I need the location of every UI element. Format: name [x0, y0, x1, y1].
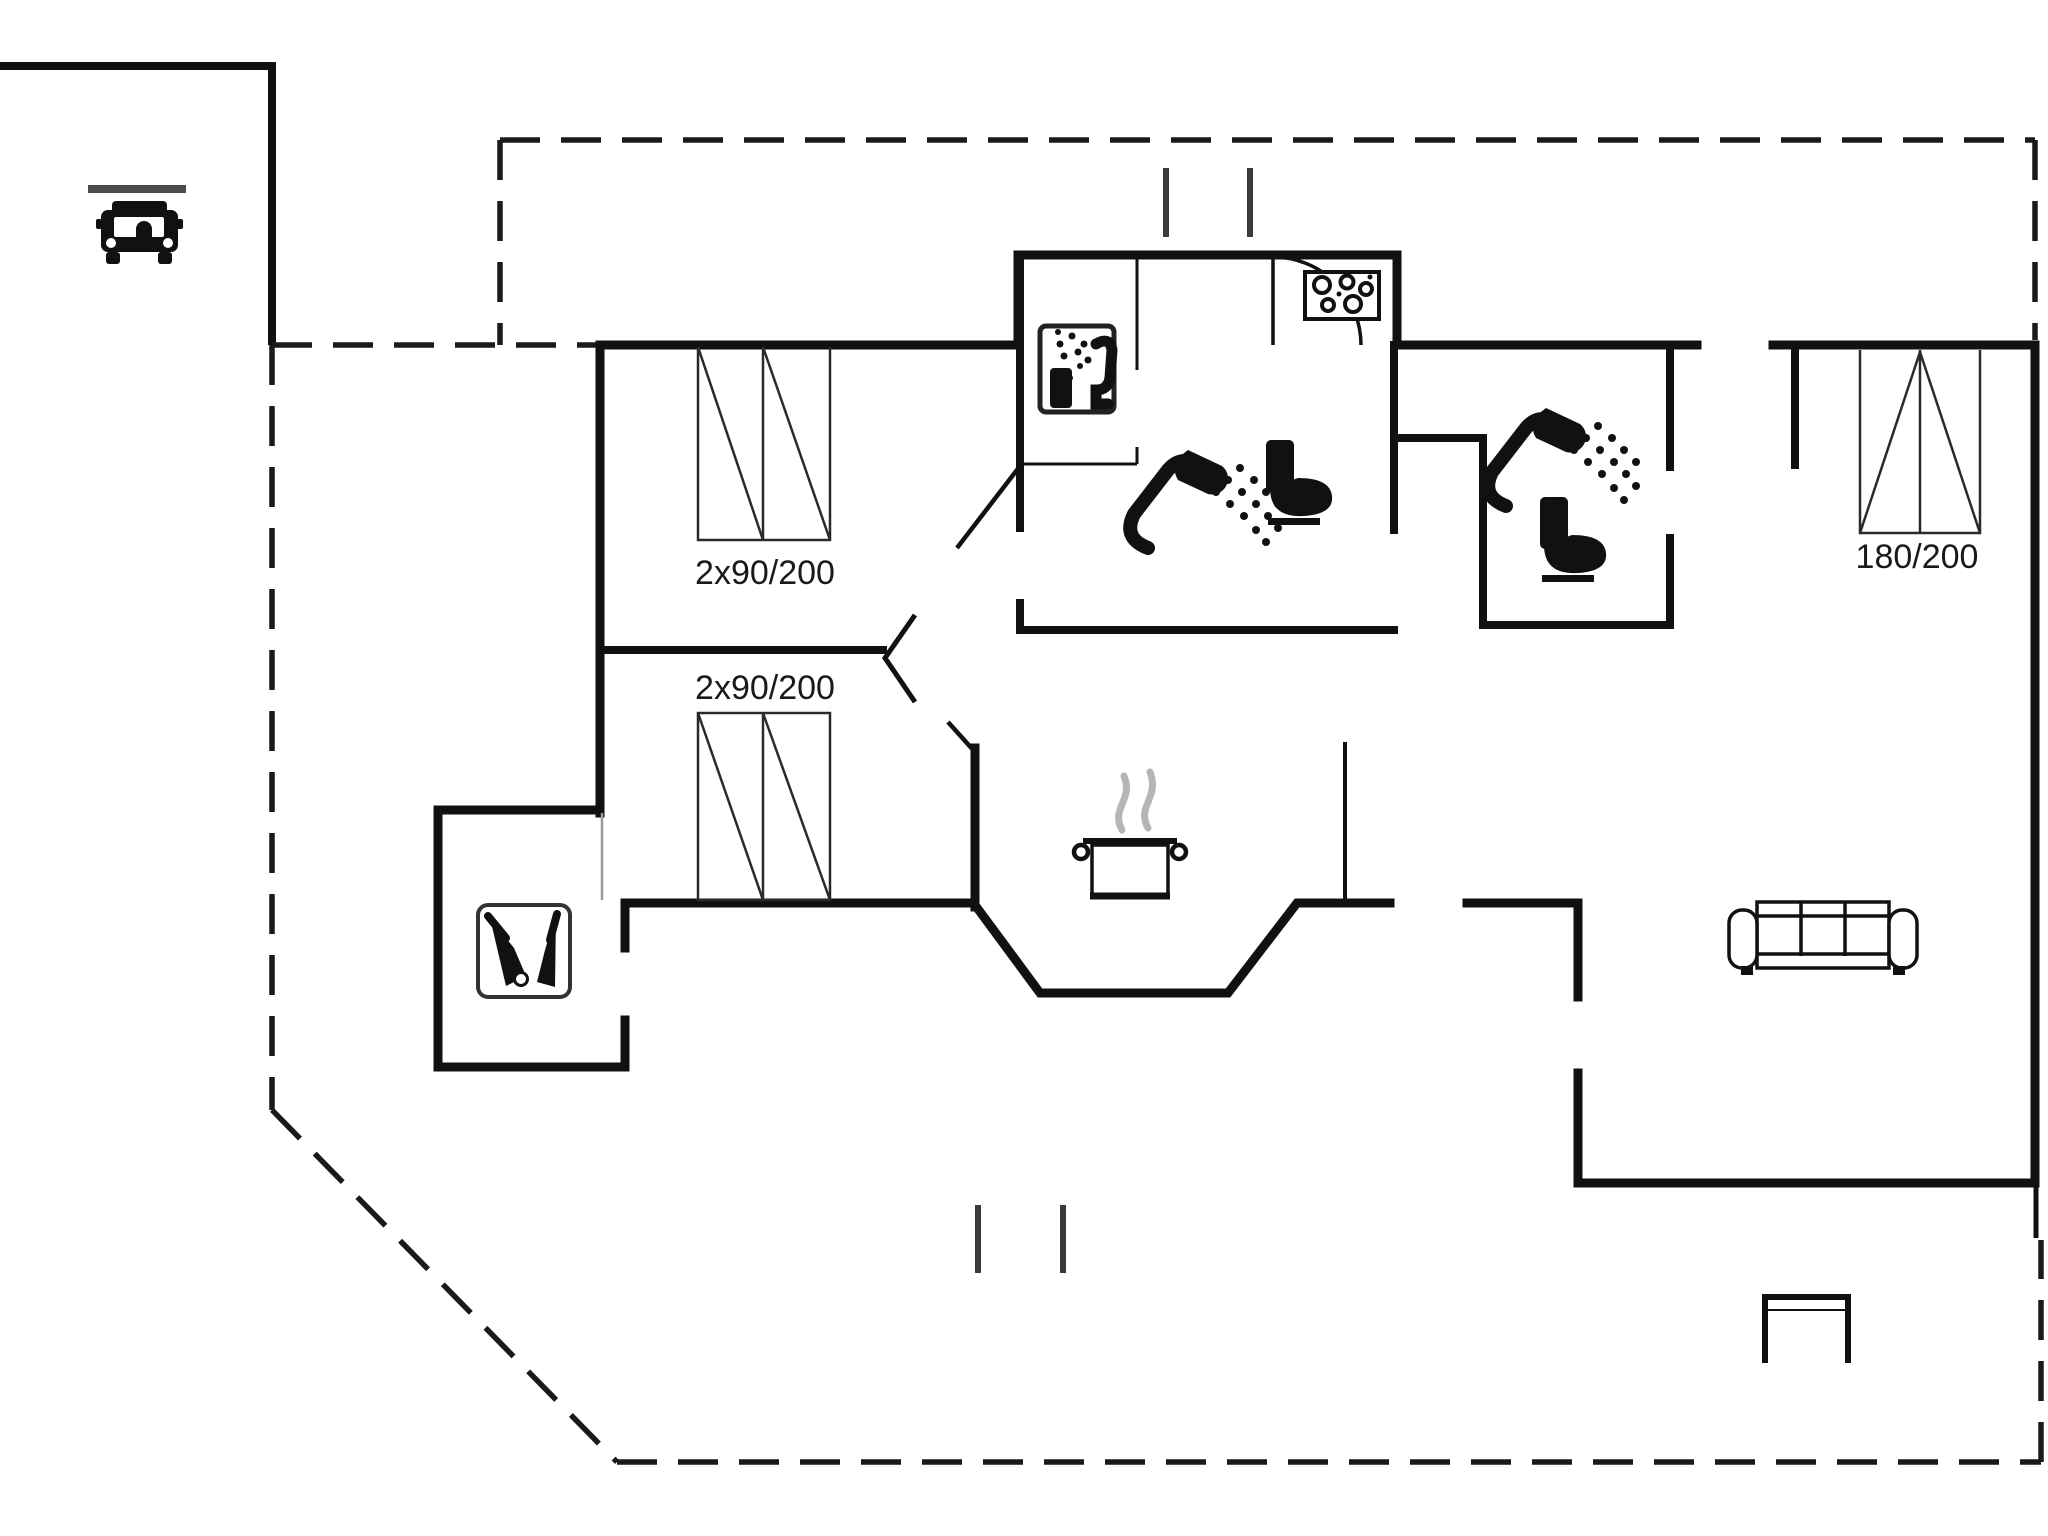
steam-left	[1115, 772, 1130, 834]
shower-icon-main-bath	[1130, 450, 1282, 548]
steam-right	[1141, 768, 1156, 832]
wall-north-west	[595, 250, 1702, 350]
interior-walls	[596, 251, 1799, 654]
bed-double-left-bottom	[696, 711, 832, 902]
opening-marks	[975, 168, 1253, 1273]
bathroom-door-leaf	[955, 464, 1022, 550]
hob-icon	[1303, 270, 1381, 321]
shower-icon-second-bath	[1488, 408, 1640, 506]
carport	[0, 62, 276, 345]
property-boundary	[269, 137, 2044, 1465]
wall-north-east-and-east	[1573, 340, 2040, 1188]
carport-walls	[0, 62, 276, 345]
wall-storeroom	[433, 805, 630, 1072]
toilet-icon-second-bath	[1540, 497, 1607, 582]
boundary-diagonal-dashed	[270, 1108, 619, 1464]
double-door-chevron	[881, 613, 918, 704]
sauna-icon	[1037, 323, 1118, 415]
exterior-walls	[433, 250, 2040, 1188]
wall-bathroom-west-south	[1016, 251, 1398, 634]
bed-double-left-top	[696, 346, 832, 542]
cooking-pot-icon	[1071, 768, 1189, 900]
cleaning-brushes-icon	[476, 903, 572, 999]
bed-label-left-top: 2x90/200	[695, 554, 835, 592]
bed-label-right: 180/200	[1856, 538, 1979, 576]
wall-kitchen-bay	[968, 898, 1395, 998]
sofa-icon	[1727, 900, 1919, 975]
thin-partitions	[1020, 255, 1347, 901]
toilet-icon-main-bath	[1266, 440, 1333, 525]
bedroom2-door-leaf	[946, 720, 977, 754]
bed-double-right	[1858, 350, 1982, 535]
wall-living-west	[1462, 898, 1583, 1188]
beds	[696, 346, 1982, 902]
car-icon	[96, 201, 183, 264]
terrace-steps-icon	[1762, 1294, 1851, 1363]
bed-label-left-bottom: 2x90/200	[695, 669, 835, 707]
wall-closet-between-baths	[1390, 341, 1674, 629]
